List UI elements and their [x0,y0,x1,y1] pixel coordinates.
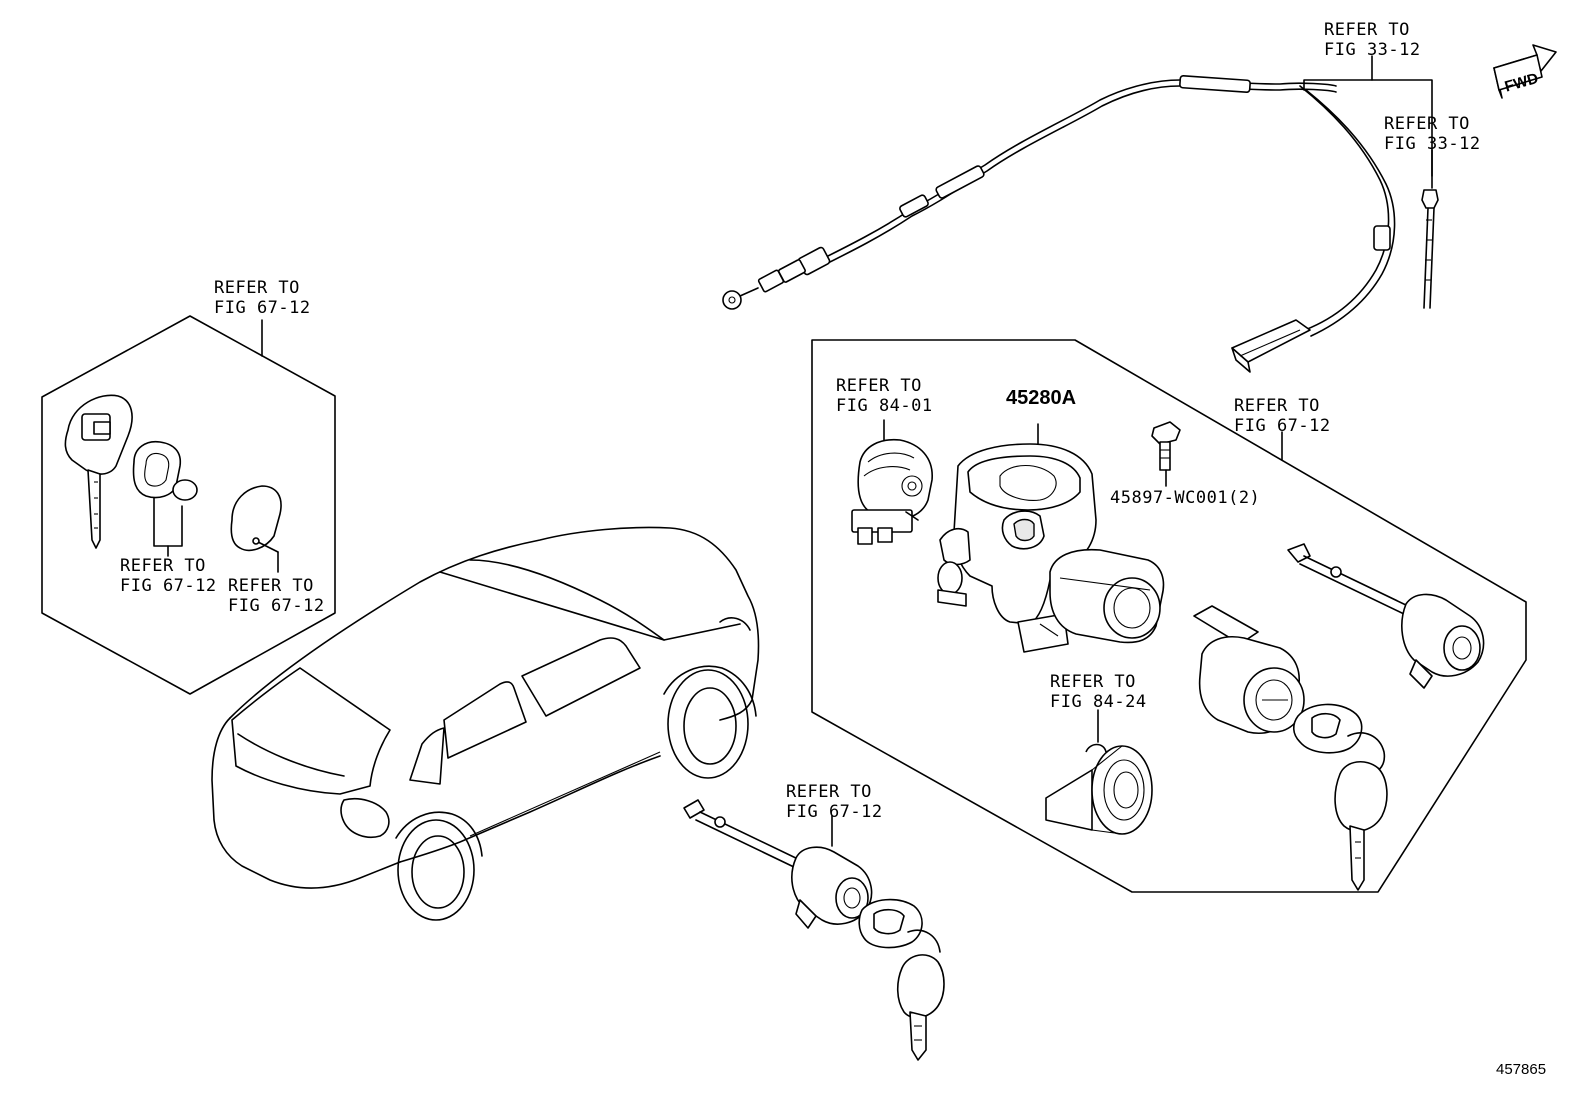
ref-key-battery: REFER TO FIG 67-12 [120,556,217,596]
ref-cable-tie: REFER TO FIG 33-12 [1384,114,1481,154]
ref-cable-top: REFER TO FIG 33-12 [1324,20,1421,60]
fwd-arrow-icon: FWD [1493,44,1557,99]
vehicle-outline-icon [211,526,760,921]
ref-key-kit: REFER TO FIG 67-12 [214,278,311,318]
ignition-key-icon [1292,703,1388,891]
ignition-switch-icon [851,438,933,545]
key-holder-icon [132,440,182,499]
door-lock-cylinder-right-icon [1287,543,1485,689]
lock-set-outline [811,339,1527,893]
shift-cable [722,74,1439,373]
ref-key-cover: REFER TO FIG 67-12 [228,576,325,616]
key-cover-icon [230,485,282,553]
ref-door-lock: REFER TO FIG 67-12 [786,782,883,822]
ring-antenna-icon [1045,743,1153,835]
key-kit-hexagon [41,315,336,695]
door-lock-cylinder-icon [683,799,945,1061]
battery-icon [172,479,198,501]
part-label-main: 45280A [1006,387,1077,409]
part-label-bolt: 45897-WC001(2) [1110,488,1261,508]
bolt-icon [1151,421,1181,487]
figure-number: 457865 [1496,1061,1547,1078]
steering-lock-housing-icon [937,423,1165,653]
ref-switch: REFER TO FIG 84-01 [836,376,933,416]
ref-ring: REFER TO FIG 84-24 [1050,672,1147,712]
remote-key-icon [64,394,133,549]
ref-lock-set: REFER TO FIG 67-12 [1234,396,1331,436]
cable-reference-bracket [1303,79,1433,189]
ignition-cylinder-icon [1193,605,1305,734]
